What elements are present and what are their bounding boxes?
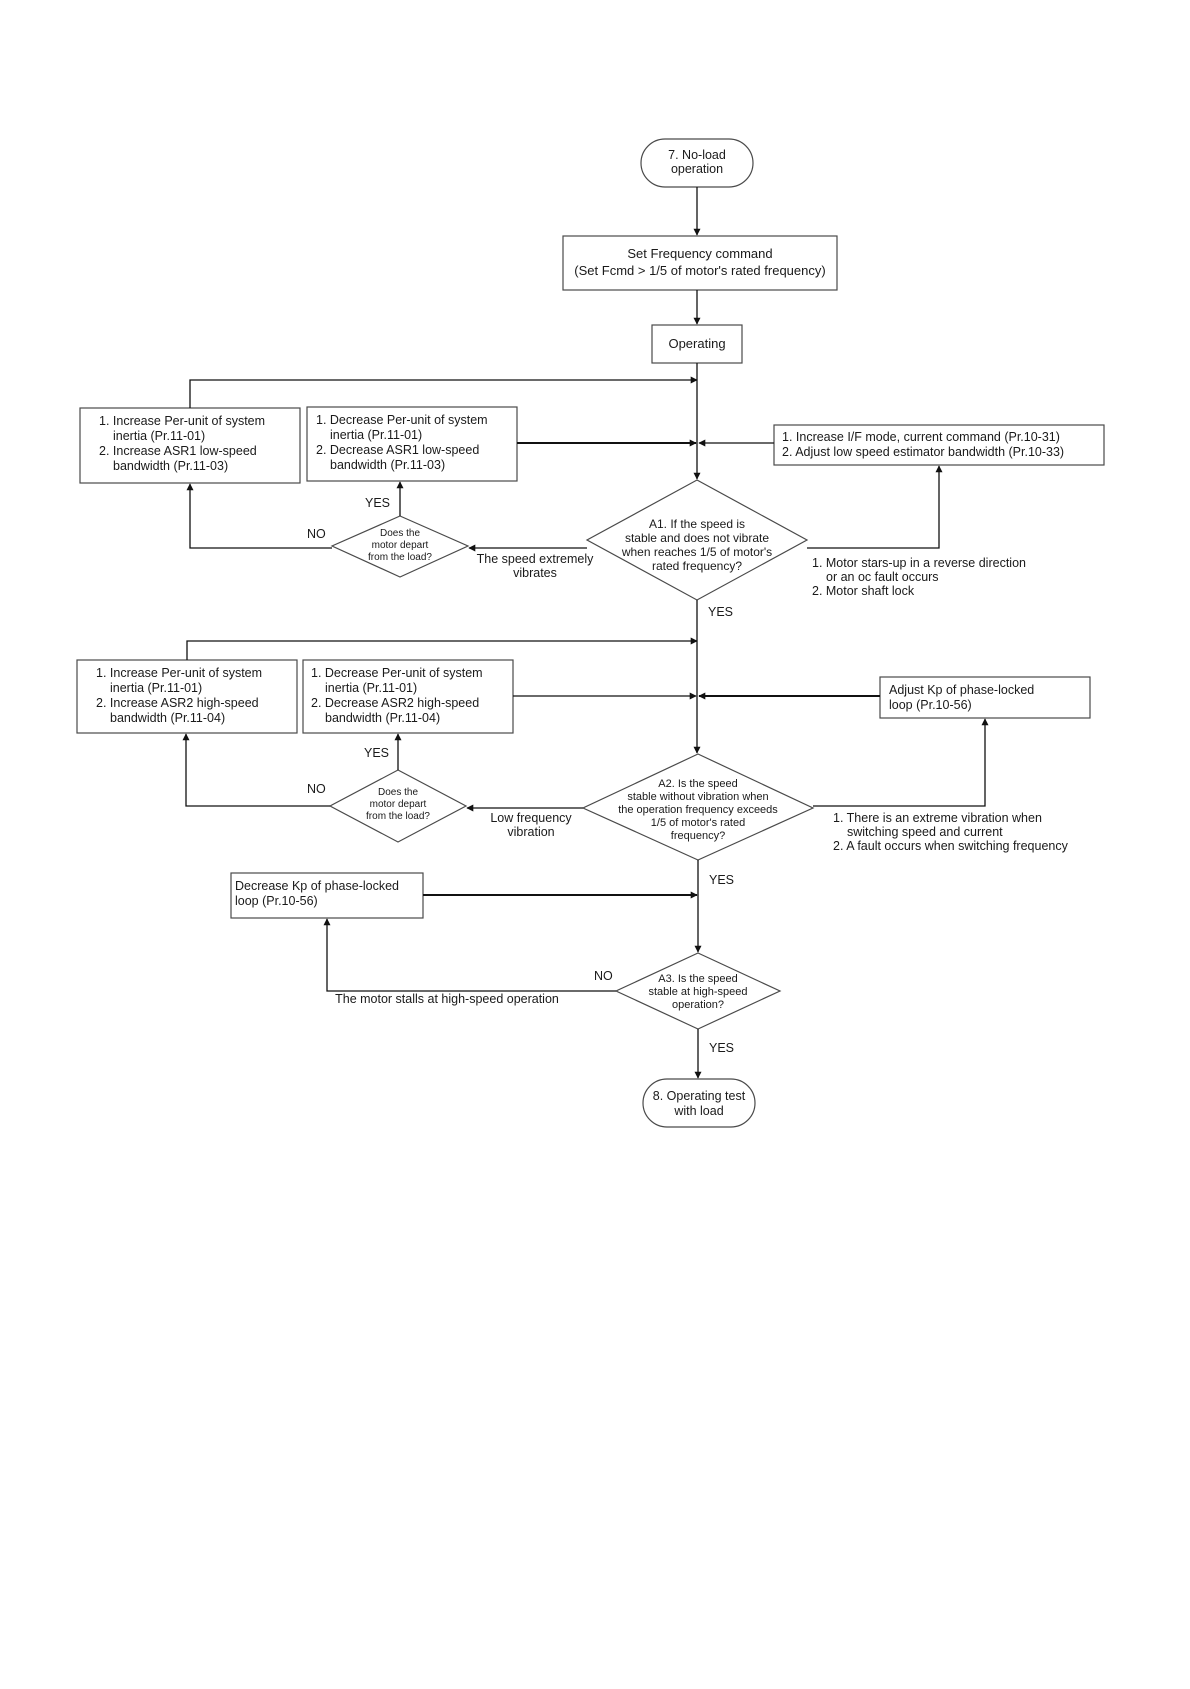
start-text-line: 7. No-load bbox=[668, 148, 726, 162]
dec-asr2-text-line: 1. Decrease Per-unit of system bbox=[311, 666, 483, 680]
adj-kp-text-line: Adjust Kp of phase-locked bbox=[889, 683, 1034, 697]
inc-asr1-text-line: 2. Increase ASR1 low-speed bbox=[99, 444, 257, 458]
dec-kp-text-line: loop (Pr.10-56) bbox=[235, 894, 318, 908]
set-freq-text-line: Set Frequency command bbox=[627, 246, 772, 261]
start-text-line: operation bbox=[671, 162, 723, 176]
depart1-text-line: Does the bbox=[380, 528, 420, 539]
vib1-text-line: vibrates bbox=[513, 566, 557, 580]
a1-text-line: A1. If the speed is bbox=[649, 517, 745, 531]
depart-decision-2 bbox=[328, 769, 468, 843]
if-mode-text-line: 2. Adjust low speed estimator bandwidth … bbox=[782, 445, 1064, 459]
inc-asr2-text-line: 2. Increase ASR2 high-speed bbox=[96, 696, 259, 710]
depart2-text-line: Does the bbox=[378, 787, 418, 798]
depart1-text-line: motor depart bbox=[372, 540, 429, 551]
depart1-text-line: from the load? bbox=[368, 552, 432, 563]
depart2-text-line: motor depart bbox=[370, 799, 427, 810]
reverse-text-line: 2. Motor shaft lock bbox=[812, 584, 915, 598]
end-text-line: 8. Operating test bbox=[653, 1089, 746, 1103]
reverse-text-line: or an oc fault occurs bbox=[826, 570, 939, 584]
increase-asr2-box bbox=[76, 659, 298, 734]
set-frequency-box bbox=[562, 235, 838, 291]
depart-decision-1 bbox=[330, 515, 470, 578]
yes-a3-text-line: YES bbox=[709, 1041, 734, 1055]
a1-text-line: rated frequency? bbox=[652, 559, 742, 573]
inc-asr1-text-line: bandwidth (Pr.11-03) bbox=[113, 459, 228, 473]
yes2-text-line: YES bbox=[364, 746, 389, 760]
dec-asr1-text-line: inertia (Pr.11-01) bbox=[330, 428, 422, 442]
inc-asr1-text-line: 1. Increase Per-unit of system bbox=[99, 414, 265, 428]
dec-asr1-text-line: 2. Decrease ASR1 low-speed bbox=[316, 443, 479, 457]
dec-asr2-text-line: inertia (Pr.11-01) bbox=[325, 681, 417, 695]
no3-text-line: NO bbox=[594, 969, 613, 983]
extreme-text-line: switching speed and current bbox=[847, 825, 1003, 839]
extreme-text-line: 2. A fault occurs when switching frequen… bbox=[833, 839, 1069, 853]
operating-box bbox=[651, 324, 743, 364]
a2-text-line: stable without vibration when bbox=[627, 791, 768, 803]
extreme-text-line: 1. There is an extreme vibration when bbox=[833, 811, 1042, 825]
a3-text-line: operation? bbox=[672, 999, 724, 1011]
if-mode-text-line: 1. Increase I/F mode, current command (P… bbox=[782, 430, 1060, 444]
lowfreq-text-line: Low frequency bbox=[490, 811, 572, 825]
increase-asr1-box bbox=[79, 407, 301, 484]
a2-text-line: 1/5 of motor's rated bbox=[651, 817, 745, 829]
a2-text-line: frequency? bbox=[671, 830, 725, 842]
reverse-text-line: 1. Motor stars-up in a reverse direction bbox=[812, 556, 1026, 570]
dec-asr1-text-line: bandwidth (Pr.11-03) bbox=[330, 458, 445, 472]
a1-text-line: when reaches 1/5 of motor's bbox=[621, 545, 772, 559]
dec-asr2-text-line: bandwidth (Pr.11-04) bbox=[325, 711, 440, 725]
yes-a1-text-line: YES bbox=[708, 605, 733, 619]
a1-text-line: stable and does not vibrate bbox=[625, 531, 769, 545]
adjust-kp-box bbox=[879, 676, 1091, 719]
inc-asr2-text-line: bandwidth (Pr.11-04) bbox=[110, 711, 225, 725]
vib1-text-line: The speed extremely bbox=[477, 552, 594, 566]
if-mode-box bbox=[773, 424, 1105, 466]
yes-a2-text-line: YES bbox=[709, 873, 734, 887]
a3-text-line: stable at high-speed bbox=[648, 986, 747, 998]
dec-asr1-text-line: 1. Decrease Per-unit of system bbox=[316, 413, 488, 427]
stall-text-line: The motor stalls at high-speed operation bbox=[335, 992, 559, 1006]
lowfreq-text-line: vibration bbox=[507, 825, 554, 839]
inc-asr1-text-line: inertia (Pr.11-01) bbox=[113, 429, 205, 443]
decrease-asr1-box bbox=[306, 406, 518, 482]
depart2-text-line: from the load? bbox=[366, 811, 430, 822]
decrease-asr2-box bbox=[302, 659, 514, 734]
set-freq-text-line: (Set Fcmd > 1/5 of motor's rated frequen… bbox=[574, 263, 825, 278]
dec-asr2-text-line: 2. Decrease ASR2 high-speed bbox=[311, 696, 479, 710]
connectors bbox=[182, 187, 989, 1079]
a2-text-line: A2. Is the speed bbox=[658, 778, 738, 790]
no1-text-line: NO bbox=[307, 527, 326, 541]
a2-text-line: the operation frequency exceeds bbox=[618, 804, 778, 816]
inc-asr2-text-line: 1. Increase Per-unit of system bbox=[96, 666, 262, 680]
inc-asr2-text-line: inertia (Pr.11-01) bbox=[110, 681, 202, 695]
dec-kp-text-line: Decrease Kp of phase-locked bbox=[235, 879, 399, 893]
end-terminator bbox=[642, 1078, 756, 1128]
operating-text-line: Operating bbox=[668, 336, 725, 351]
no2-text-line: NO bbox=[307, 782, 326, 796]
end-text-line: with load bbox=[673, 1104, 723, 1118]
a3-text-line: A3. Is the speed bbox=[658, 973, 738, 985]
yes1-text-line: YES bbox=[365, 496, 390, 510]
adj-kp-text-line: loop (Pr.10-56) bbox=[889, 698, 972, 712]
